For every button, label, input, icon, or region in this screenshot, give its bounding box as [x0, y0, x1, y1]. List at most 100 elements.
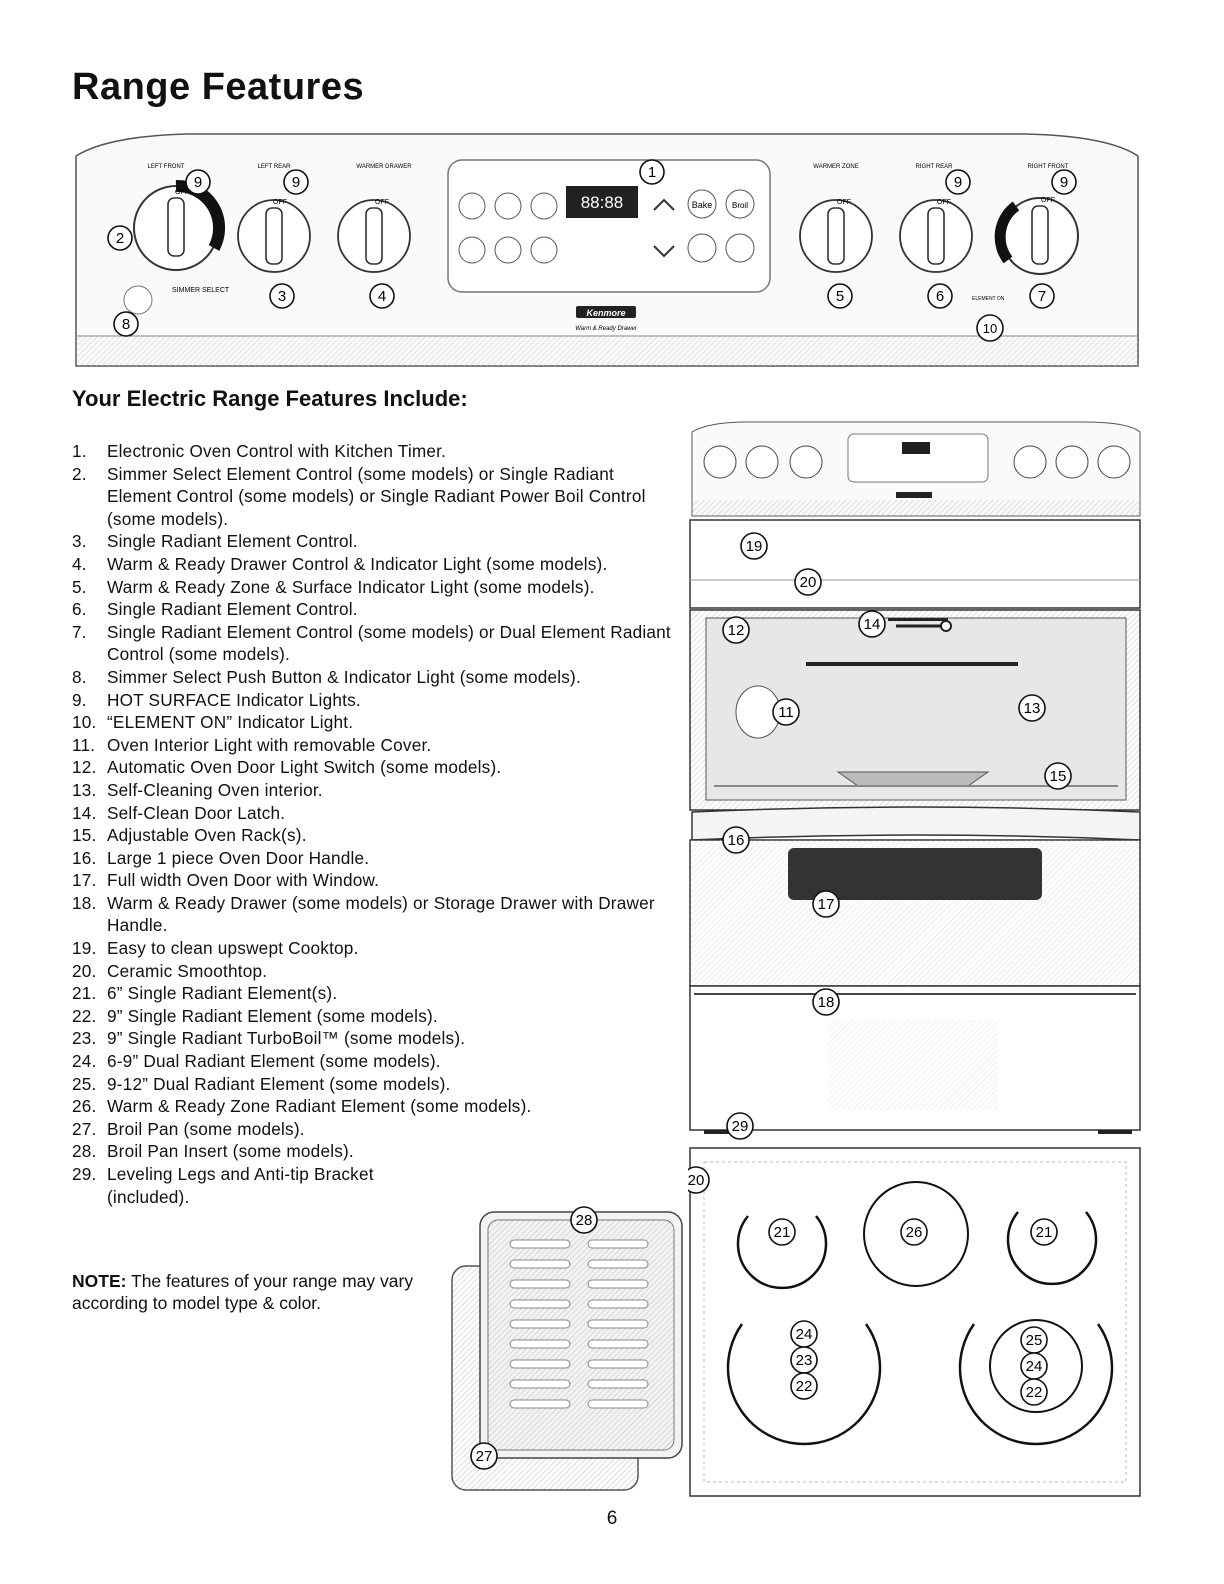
callout-7: 7: [1029, 283, 1055, 309]
svg-text:9: 9: [194, 174, 202, 191]
list-item: 25.9-12” Dual Radiant Element (some mode…: [72, 1073, 451, 1094]
list-item: 21.6” Single Radiant Element(s).: [72, 983, 338, 1004]
list-item: 3.Single Radiant Element Control.: [72, 531, 358, 552]
callout-13: 13: [1018, 694, 1046, 722]
callout-15: 15: [1044, 762, 1072, 790]
range-front-illustration: 19 20 12 14 11 13 15 16 17 18 29: [689, 421, 1141, 1140]
callout-9: 9: [945, 169, 971, 195]
broil-label: Broil: [732, 201, 748, 210]
svg-text:28: 28: [576, 1212, 593, 1229]
callout-1: 1: [639, 159, 665, 185]
callout-14: 14: [858, 610, 886, 638]
svg-text:17: 17: [818, 896, 835, 913]
svg-text:20: 20: [688, 1172, 704, 1189]
svg-text:16: 16: [728, 832, 745, 849]
electronic-oven-control: 88:88 Bake Broil: [447, 159, 771, 293]
knob-right-rear: RIGHT REAR OFF: [899, 164, 973, 273]
knob-warmer-zone: WARMER ZONE OFF: [799, 164, 873, 273]
svg-text:5: 5: [836, 288, 844, 305]
callout-21: 21: [1030, 1218, 1058, 1246]
off-label: OFF: [375, 199, 389, 206]
callout-27: 27: [470, 1442, 498, 1470]
feature-list: 1.Electronic Oven Control with Kitchen T…: [72, 440, 672, 1208]
off-label: OFF: [273, 199, 287, 206]
list-item: 13.Self-Cleaning Oven interior.: [72, 779, 323, 800]
list-item: 16.Large 1 piece Oven Door Handle.: [72, 847, 370, 868]
list-item: 8.Simmer Select Push Button & Indicator …: [72, 666, 581, 687]
list-item: 2.Simmer Select Element Control (some mo…: [72, 463, 646, 529]
svg-text:26: 26: [906, 1224, 923, 1241]
svg-text:29: 29: [732, 1118, 749, 1135]
list-item: 27.Broil Pan (some models).: [72, 1118, 305, 1139]
timer-display: 88:88: [581, 193, 624, 212]
list-item: 5.Warm & Ready Zone & Surface Indicator …: [72, 576, 595, 597]
list-item: 18.Warm & Ready Drawer (some models) or …: [72, 892, 655, 936]
page-title: Range Features: [72, 66, 365, 108]
knob-label-right-rear: RIGHT REAR: [916, 164, 954, 170]
svg-text:22: 22: [796, 1378, 813, 1395]
svg-text:8: 8: [122, 316, 130, 333]
list-item: 15.Adjustable Oven Rack(s).: [72, 825, 307, 846]
note-label: NOTE:: [72, 1271, 127, 1291]
control-panel-illustration: LEFT FRONT OFF LEFT REAR OFF WARMER DRAW…: [75, 133, 1139, 367]
svg-text:20: 20: [800, 574, 817, 591]
callout-20: 20: [794, 568, 822, 596]
brand-badge: [576, 306, 636, 318]
off-label: OFF: [937, 199, 951, 206]
list-item: 23.9” Single Radiant TurboBoil™ (some mo…: [72, 1028, 466, 1049]
knob-label-warmer-drawer: WARMER DRAWER: [356, 164, 412, 170]
callout-12: 12: [722, 616, 750, 644]
svg-text:9: 9: [292, 174, 300, 191]
svg-text:7: 7: [1038, 288, 1046, 305]
svg-text:9: 9: [1060, 174, 1068, 191]
svg-text:4: 4: [378, 288, 386, 305]
callout-9: 9: [283, 169, 309, 195]
list-item: 7.Single Radiant Element Control (some m…: [72, 621, 671, 665]
callout-24: 24: [790, 1320, 818, 1348]
list-item: 1.Electronic Oven Control with Kitchen T…: [72, 441, 447, 461]
knob-left-rear: LEFT REAR OFF: [237, 164, 311, 273]
callout-6: 6: [927, 283, 953, 309]
svg-text:2: 2: [116, 230, 124, 247]
svg-text:22: 22: [1026, 1384, 1043, 1401]
svg-text:21: 21: [774, 1224, 791, 1241]
callout-21: 21: [768, 1218, 796, 1246]
list-item: 24.6-9” Dual Radiant Element (some model…: [72, 1051, 441, 1072]
callout-16: 16: [722, 826, 750, 854]
callout-22: 22: [1020, 1378, 1048, 1406]
callout-8: 8: [113, 311, 139, 337]
svg-text:23: 23: [796, 1352, 813, 1369]
list-item: 17.Full width Oven Door with Window.: [72, 870, 380, 891]
callout-28: 28: [570, 1206, 598, 1234]
callout-9: 9: [1051, 169, 1077, 195]
bake-label: Bake: [692, 200, 713, 210]
section-subtitle: Your Electric Range Features Include:: [72, 386, 468, 411]
knob-label-left-front: LEFT FRONT: [148, 164, 185, 170]
svg-text:19: 19: [746, 538, 763, 555]
svg-text:18: 18: [818, 994, 835, 1011]
callout-3: 3: [269, 283, 295, 309]
knob-label-left-rear: LEFT REAR: [258, 164, 292, 170]
knob-label-warmer-zone: WARMER ZONE: [813, 164, 858, 170]
callout-26: 26: [900, 1218, 928, 1246]
svg-text:12: 12: [728, 622, 745, 639]
svg-text:25: 25: [1026, 1332, 1043, 1349]
off-label: OFF: [837, 199, 851, 206]
note-text: The features of your range may vary acco…: [72, 1271, 414, 1313]
simmer-select-button: SIMMER SELECT: [123, 285, 230, 315]
cooktop-illustration: 20 21 26 21 24 23 22 25 24 22: [688, 1147, 1141, 1497]
svg-text:1: 1: [648, 164, 656, 181]
page-number: 6: [606, 1508, 618, 1529]
callout-24: 24: [1020, 1352, 1048, 1380]
list-item: 20.Ceramic Smoothtop.: [72, 960, 268, 981]
svg-text:27: 27: [476, 1448, 493, 1465]
list-item: 9.HOT SURFACE Indicator Lights.: [72, 689, 361, 710]
callout-19: 19: [740, 532, 768, 560]
callout-17: 17: [812, 890, 840, 918]
list-item: 26.Warm & Ready Zone Radiant Element (so…: [72, 1096, 532, 1117]
list-item: 12.Automatic Oven Door Light Switch (som…: [72, 757, 502, 778]
knob-right-front: RIGHT FRONT OFF: [994, 164, 1079, 275]
svg-text:9: 9: [954, 174, 962, 191]
element-on-label: ELEMENT ON: [972, 296, 1005, 302]
callout-10: 10: [976, 314, 1004, 342]
